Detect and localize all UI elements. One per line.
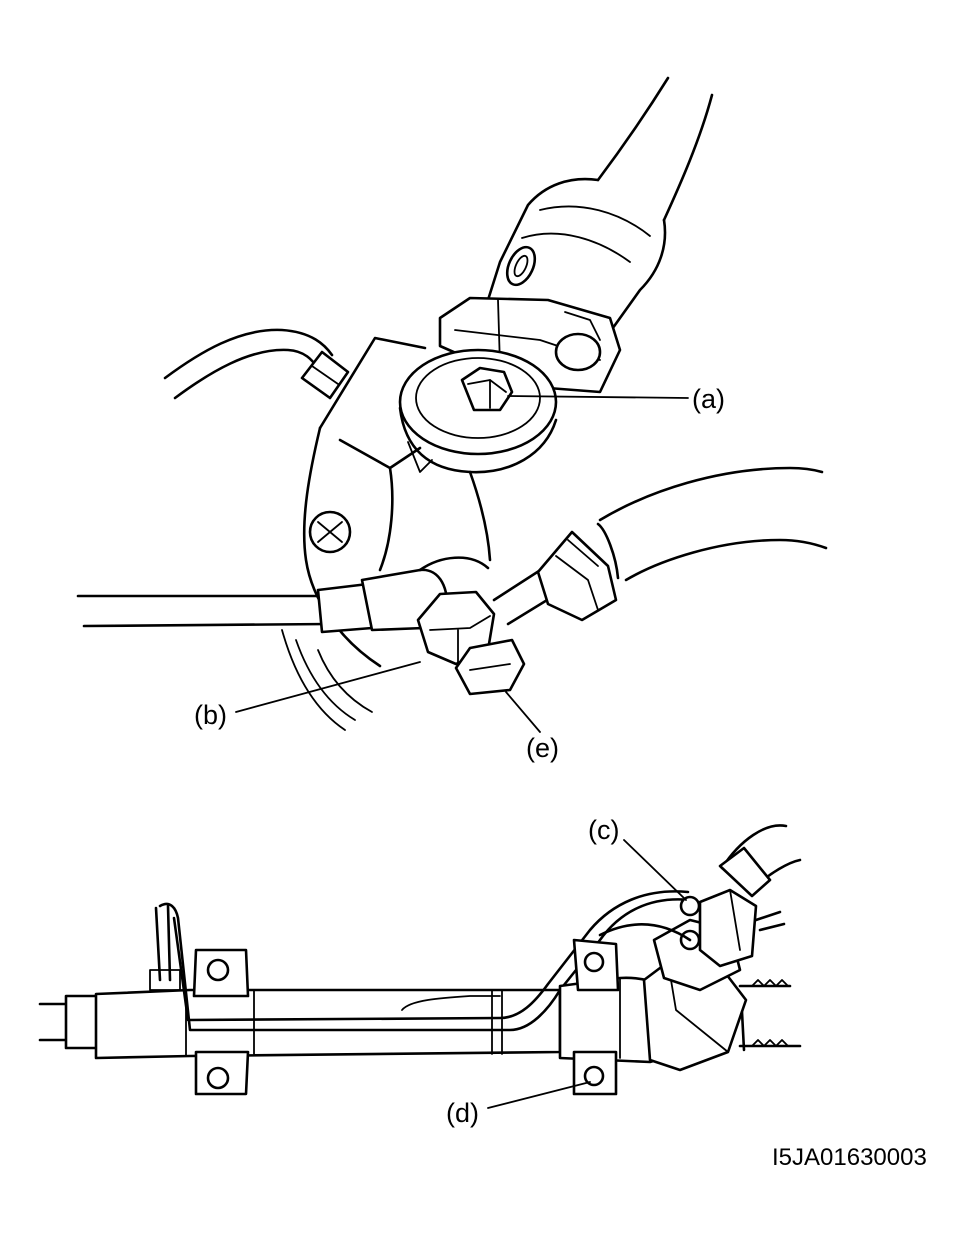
left-tie-rod [38,994,102,1050]
top-view [76,76,828,731]
callout-d: (d) [446,1098,479,1128]
leader-b [235,661,421,713]
bottom-view [38,824,802,1096]
leader-c [623,839,687,901]
background-pipe [163,328,350,400]
callout-b: (b) [194,700,227,730]
figure-code: I5JA01630003 [772,1144,927,1171]
valve-housing [558,824,802,1072]
callout-c: (c) [588,815,619,845]
pressure-pipe [454,466,828,696]
leader-d [487,1081,591,1109]
leader-e [505,691,541,733]
universal-joint [438,296,622,394]
leader-lines [235,395,689,1109]
callout-e: (e) [526,733,559,763]
leader-a [507,395,689,399]
pinion-nut [460,366,514,412]
pipes [149,890,692,1032]
left-mount-clamp [192,948,250,1096]
steering-shaft [486,76,714,368]
callout-a: (a) [692,384,725,414]
rack-housing [94,988,562,1060]
